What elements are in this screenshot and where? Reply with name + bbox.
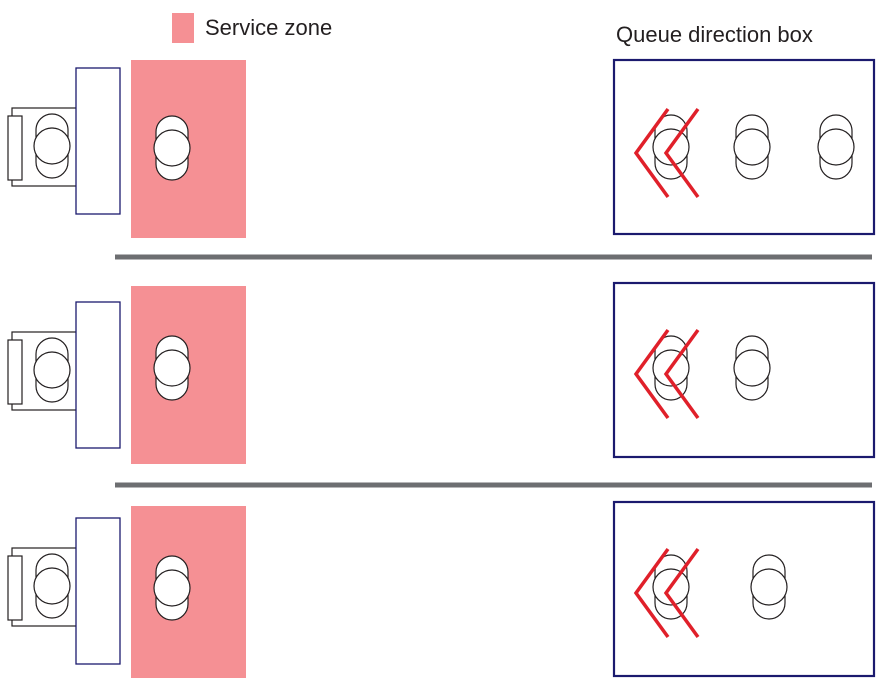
service-counter <box>75 67 121 215</box>
queued-person-icon <box>750 554 788 620</box>
service-counter <box>75 517 121 665</box>
queue-direction-box <box>612 281 876 459</box>
person-head <box>153 349 191 387</box>
chevron-outer <box>633 107 670 199</box>
person-head <box>733 349 771 387</box>
person-in-chair-icon <box>7 331 79 411</box>
chevron-inner <box>663 328 700 420</box>
service-zone-legend-swatch <box>172 13 194 43</box>
queue-direction-box <box>612 500 876 678</box>
chair-back <box>7 339 23 405</box>
service-counter <box>75 301 121 449</box>
chair-back <box>7 555 23 621</box>
person-head <box>33 127 71 165</box>
chair-back <box>7 115 23 181</box>
lane-2 <box>7 281 876 464</box>
chevron-outer <box>633 547 670 639</box>
queued-person-icon <box>733 114 771 180</box>
seated-person-icon <box>33 337 71 403</box>
chevron-inner <box>663 547 700 639</box>
queued-person-icon <box>733 335 771 401</box>
person-head <box>33 351 71 389</box>
chevron-inner <box>663 107 700 199</box>
served-person-icon <box>153 335 191 401</box>
double-chevron-left-icon <box>633 328 700 420</box>
seated-person-icon <box>33 113 71 179</box>
seated-person-icon <box>33 553 71 619</box>
served-person-icon <box>153 115 191 181</box>
queued-person-icon <box>817 114 855 180</box>
person-head <box>817 128 855 166</box>
chevron-outer <box>633 328 670 420</box>
person-head <box>750 568 788 606</box>
person-head <box>733 128 771 166</box>
lane-3 <box>7 500 876 678</box>
person-head <box>153 129 191 167</box>
served-person-icon <box>153 555 191 621</box>
queue-direction-box-title: Queue direction box <box>616 22 813 47</box>
person-in-chair-icon <box>7 547 79 627</box>
double-chevron-left-icon <box>633 547 700 639</box>
person-head <box>33 567 71 605</box>
lane-1 <box>7 58 876 238</box>
queue-direction-box <box>612 58 876 236</box>
person-head <box>153 569 191 607</box>
person-in-chair-icon <box>7 107 79 187</box>
double-chevron-left-icon <box>633 107 700 199</box>
service-zone-legend-label: Service zone <box>205 15 333 40</box>
